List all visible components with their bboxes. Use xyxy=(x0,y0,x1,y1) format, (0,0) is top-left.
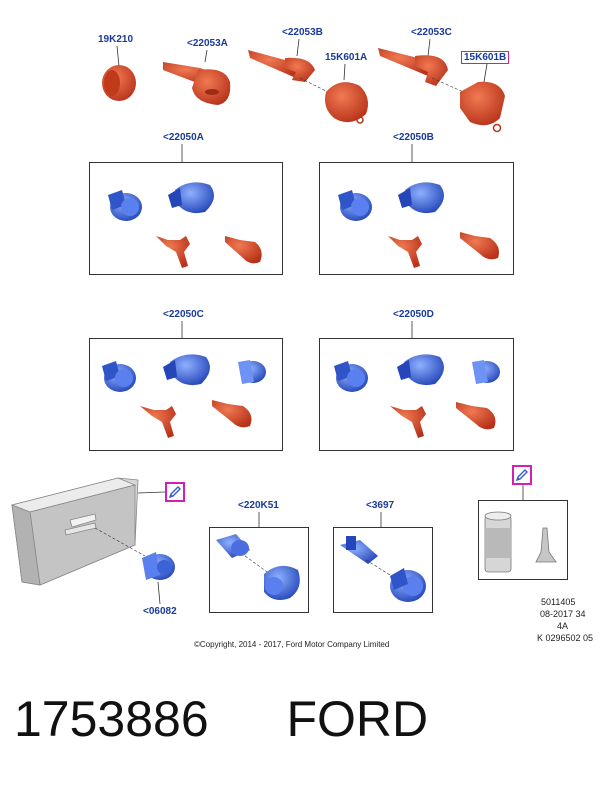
part-22053B xyxy=(248,50,333,95)
note-box-glovebox[interactable] xyxy=(165,482,185,502)
label-22050A[interactable]: <22050A xyxy=(163,132,204,143)
label-06082[interactable]: <06082 xyxy=(143,606,177,617)
note-box-lubricant[interactable] xyxy=(512,465,532,485)
ref-line-1: 5011405 xyxy=(541,597,576,607)
label-22050B[interactable]: <22050B xyxy=(393,132,434,143)
kit-220K51-parts xyxy=(216,534,300,600)
label-22053C[interactable]: <22053C xyxy=(411,27,452,38)
ref-line-2: 08-2017 34 xyxy=(540,609,586,619)
brand-name: FORD xyxy=(286,691,429,747)
label-19K210[interactable]: 19K210 xyxy=(98,34,134,45)
copyright-text: ©Copyright, 2014 - 2017, Ford Motor Comp… xyxy=(194,640,390,649)
pencil-note-icon xyxy=(515,469,528,482)
kit-22050B-parts xyxy=(338,182,499,268)
footer-caption: 1753886 FORD xyxy=(14,690,428,748)
label-22050C[interactable]: <22050C xyxy=(163,309,204,320)
label-3697[interactable]: <3697 xyxy=(366,500,395,511)
kit-3697-parts xyxy=(340,536,426,602)
kit-22050D-parts xyxy=(334,354,500,438)
part-22053C xyxy=(378,48,469,95)
label-15K601B[interactable]: 15K601B xyxy=(460,51,510,64)
kit-lubricant-parts xyxy=(484,511,557,573)
label-22053B[interactable]: <22053B xyxy=(282,27,323,38)
label-220K51[interactable]: <220K51 xyxy=(238,500,279,511)
label-22053A[interactable]: <22053A xyxy=(187,38,228,49)
label-22050D[interactable]: <22050D xyxy=(393,309,434,320)
kit-22050A-parts xyxy=(108,182,262,268)
label-15K601A[interactable]: 15K601A xyxy=(325,52,368,63)
part-15K601A xyxy=(325,82,368,124)
ref-line-4: K 0296502 05 xyxy=(537,633,594,643)
part-number: 1753886 xyxy=(14,691,209,747)
part-06082 xyxy=(142,552,175,580)
ref-line-3: 4A xyxy=(557,621,569,631)
part-22053A xyxy=(163,62,231,105)
part-15K601B xyxy=(460,81,505,133)
part-glovebox xyxy=(10,477,139,586)
kit-22050C-parts xyxy=(102,354,266,438)
part-19K210 xyxy=(102,65,136,101)
pencil-note-icon xyxy=(168,486,181,499)
